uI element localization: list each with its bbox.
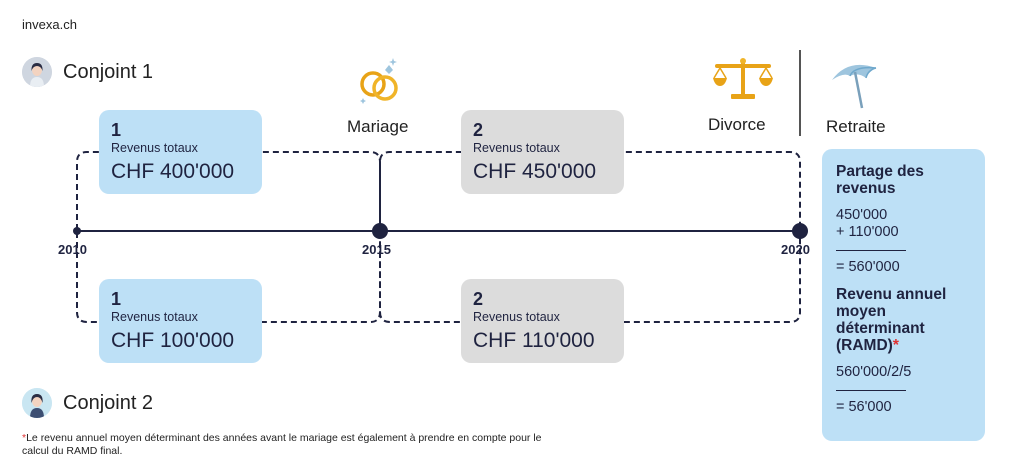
year-label-2020: 2020 (781, 242, 810, 257)
woman-avatar-icon (22, 57, 52, 87)
event-label-marriage: Mariage (347, 117, 409, 136)
income-amount: CHF 450'000 (473, 160, 597, 183)
panel-divider (836, 250, 906, 251)
panel-result-2: = 56'000 (836, 399, 892, 415)
period-number: 2 (473, 120, 484, 140)
income-box-p1-after: 2 Revenus totaux CHF 450'000 (461, 110, 624, 194)
income-amount: CHF 100'000 (111, 329, 235, 352)
event-label-retirement: Retraite (826, 117, 886, 136)
ramd-title-text: Revenu annuel moyen déterminant (RAMD) (836, 286, 947, 354)
brand-name: invexa.ch (22, 17, 77, 32)
income-amount: CHF 400'000 (111, 160, 235, 183)
income-label: Revenus totaux (473, 310, 560, 324)
income-label: Revenus totaux (111, 141, 198, 155)
ramd-star: * (892, 337, 899, 354)
period-number: 1 (111, 289, 122, 309)
footnote-star: * (22, 432, 27, 444)
panel-line-2: + 110'000 (836, 224, 899, 240)
panel-result-1: = 560'000 (836, 259, 900, 275)
beach-umbrella-icon (828, 58, 888, 115)
panel-divider (836, 390, 906, 391)
income-label: Revenus totaux (111, 310, 198, 324)
timeline-dot-2020 (792, 223, 808, 239)
income-box-p2-before: 1 Revenus totaux CHF 100'000 (99, 279, 262, 363)
period-number: 2 (473, 289, 484, 309)
income-box-p1-before: 1 Revenus totaux CHF 400'000 (99, 110, 262, 194)
person-name-p2: Conjoint 2 (63, 392, 154, 414)
ramd-formula: 560'000/2/5 (836, 364, 912, 380)
dashed-path-p2-before (76, 232, 381, 323)
ramd-title: Revenu annuel moyen déterminant (RAMD)* (836, 286, 971, 354)
income-box-p2-after: 2 Revenus totaux CHF 110'000 (461, 279, 624, 363)
timeline-dot-2015 (372, 223, 388, 239)
income-amount: CHF 110'000 (473, 329, 595, 352)
year-label-2010: 2010 (58, 242, 87, 257)
timeline-dot-2010 (73, 227, 81, 235)
year-label-2015: 2015 (362, 242, 391, 257)
divorce-retirement-separator (799, 50, 801, 136)
period-number: 1 (111, 120, 122, 140)
footnote: *Le revenu annuel moyen déterminant des … (22, 432, 542, 458)
woman-avatar-icon (22, 388, 52, 418)
event-label-divorce: Divorce (708, 115, 766, 134)
income-label: Revenus totaux (473, 141, 560, 155)
wedding-rings-icon (355, 52, 405, 113)
panel-line-1: 450'000 (836, 207, 888, 223)
footnote-text: Le revenu annuel moyen déterminant des a… (22, 432, 542, 457)
panel-title: Partage des revenus (836, 163, 924, 197)
income-splitting-panel: Partage des revenus 450'000 + 110'000 = … (822, 149, 985, 441)
scales-icon (711, 56, 775, 109)
dashed-path-p2-after (379, 232, 801, 323)
person-name-p1: Conjoint 1 (63, 61, 154, 83)
